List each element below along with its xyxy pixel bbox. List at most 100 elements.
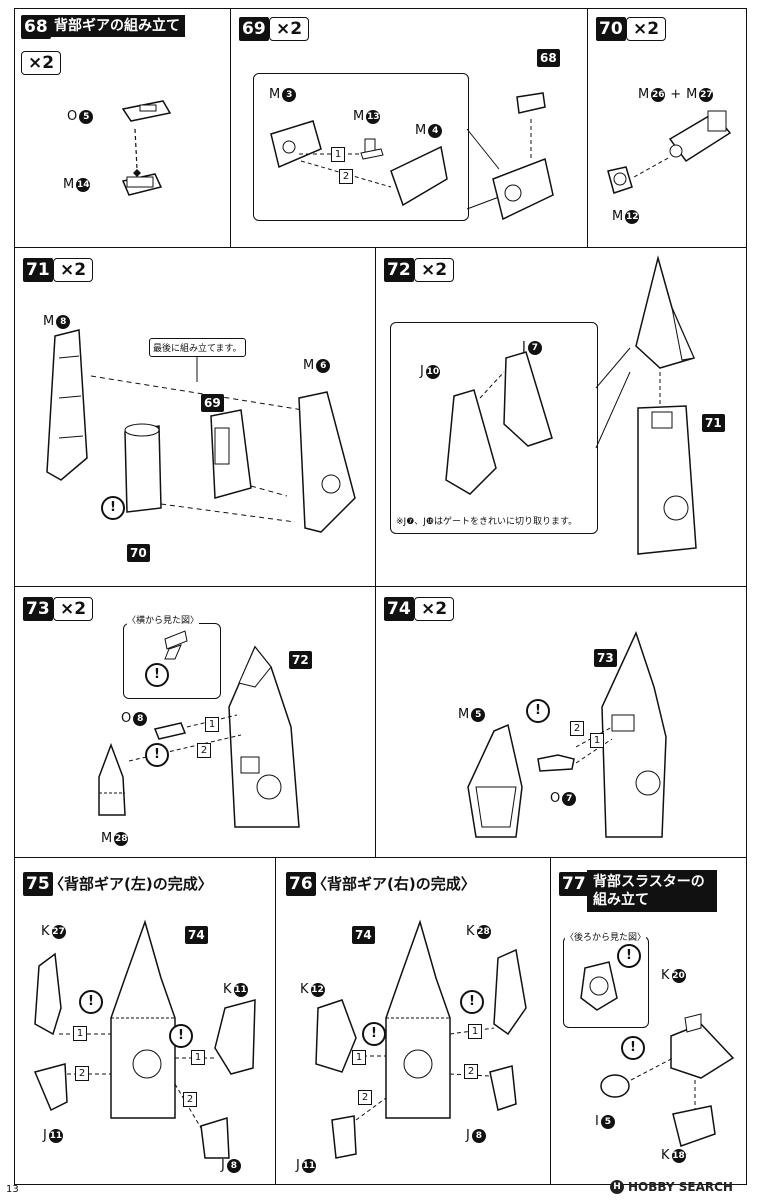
gate-cut-note: ※J❼、J❿はゲートをきれいに切り取ります。 [396,517,578,527]
watermark-text: HOBBY SEARCH [628,1180,733,1194]
part-letter: M [101,831,113,846]
part-number: 12 [625,209,640,224]
step-number: 77 [559,872,589,896]
multiplier: ×2 [53,597,94,621]
part-letter: M [415,123,427,138]
plus-sign: + [670,87,682,102]
order-2: 2 [570,721,584,736]
part-letter: J [420,364,424,379]
order-1: 1 [191,1050,205,1065]
part-number: 8 [133,711,148,726]
multiplier: ×2 [269,17,310,41]
caution-mark-inset: ! [617,944,641,968]
part-number: 4 [428,123,443,138]
step-number: 74 [384,597,414,621]
step-title: 背部ギアの組み立て [49,15,185,37]
order-2: 2 [183,1092,197,1107]
part-number: 10 [425,364,440,379]
parts-drawing [467,630,667,838]
parts-drawing [580,961,735,1147]
part-letter: O [121,711,132,726]
caution-mark: ! [621,1036,645,1060]
reference-step-72: 72 [289,651,312,669]
step-number: 76 [286,872,316,896]
part-number: 8 [471,1128,486,1143]
parts-drawing [315,919,527,1159]
part-number: 11 [233,982,248,997]
reference-step-74: 74 [185,926,208,944]
subassembly-inset [390,322,598,534]
part-letter: M [686,87,698,102]
caution-mark: ! [101,496,125,520]
part-number: 13 [366,109,381,124]
multiplier: ×2 [414,258,455,282]
parts-drawing [607,110,732,194]
multiplier: ×2 [53,258,94,282]
part-letter: K [300,982,309,997]
part-number: 27 [51,924,66,939]
parts-drawing [46,329,356,533]
part-letter: M [63,177,75,192]
part-letter: J [43,1128,47,1143]
part-number: 8 [226,1158,241,1173]
multiplier: ×2 [626,17,667,41]
step-number: 75 [23,872,53,896]
part-number: 11 [48,1128,63,1143]
part-letter: M [458,707,470,722]
part-letter: O [67,109,78,124]
order-1: 1 [468,1024,482,1039]
part-number: 8 [56,314,71,329]
part-letter: I [595,1114,599,1129]
parts-drawing [33,919,256,1159]
order-1: 1 [352,1050,366,1065]
part-number: 27 [699,87,714,102]
caution-mark: ! [79,990,103,1014]
step-title: 〈背部ギア(左)の完成〉 [49,875,213,893]
part-number: 11 [301,1158,316,1173]
part-number: 26 [651,87,666,102]
part-letter: K [661,968,670,983]
caution-mark: ! [169,1024,193,1048]
step-number: 70 [596,17,626,41]
order-1: 1 [331,147,345,162]
part-letter: K [223,982,232,997]
part-number: 5 [79,109,94,124]
rear-view-label: 〈後ろから見た図〉 [565,930,647,943]
part-letter: J [466,1128,470,1143]
part-number: 3 [282,87,297,102]
part-number: 14 [76,177,91,192]
reference-step-73: 73 [594,649,617,667]
step-number: 72 [384,258,414,282]
order-1: 1 [205,717,219,732]
part-number: 6 [316,358,331,373]
part-letter: J [221,1158,225,1173]
hobby-search-logo-icon: H [610,1180,624,1194]
multiplier: ×2 [414,597,455,621]
part-number: 7 [562,791,577,806]
reference-step-70: 70 [127,544,150,562]
order-1: 1 [590,733,604,748]
step-number: 68 [21,15,51,39]
